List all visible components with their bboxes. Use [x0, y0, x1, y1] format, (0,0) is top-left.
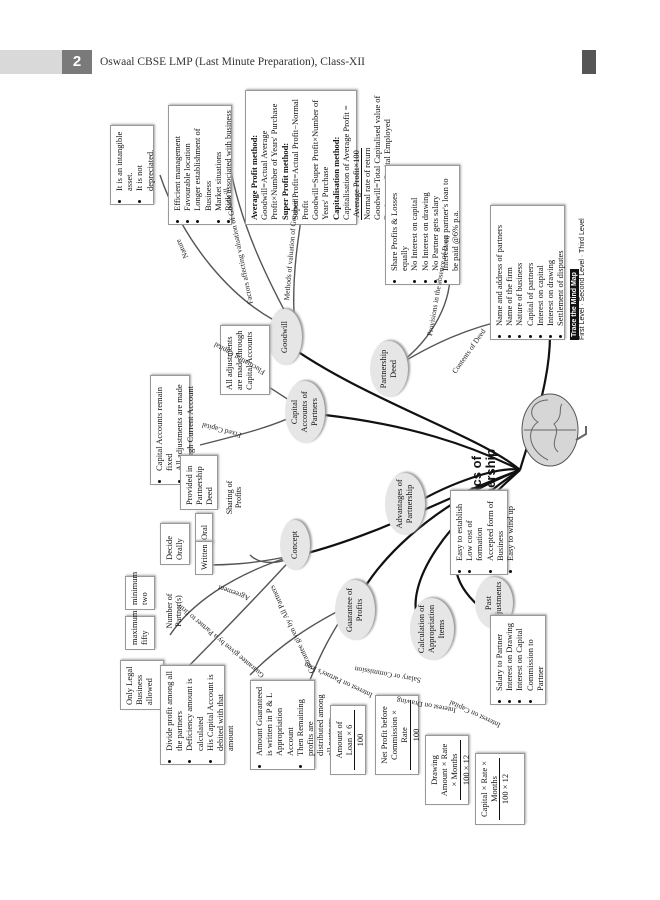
box-methods: Average Profit method: Goodwill=Actual A…	[245, 90, 392, 225]
contents-item: Nature of business	[514, 210, 524, 326]
past-item: Interest on Capital	[514, 620, 524, 691]
by-partner-item: His Capital Account is debited with that…	[205, 670, 236, 751]
advantage-item: Low cost of formation	[464, 495, 484, 561]
fixed-item: Capital Accounts remain fixed	[154, 380, 174, 471]
past-item: Commission to Partner	[525, 620, 545, 691]
branch-capital	[324, 413, 521, 471]
box-advantages: Easy to establish Low cost of formation …	[450, 490, 515, 575]
edge-number	[169, 554, 296, 636]
header-bar	[0, 50, 62, 74]
page-number: 2	[62, 50, 92, 74]
nature-item: It is not depreciated.	[134, 130, 154, 191]
drawing-top: Drawing Amount × Rate × Months	[429, 740, 461, 800]
box-written: Written	[195, 541, 213, 575]
method-avg-head: Average Profit method:	[249, 134, 259, 220]
box-by-all: Amount Guaranteed is written in P & L Ap…	[250, 680, 335, 770]
box-sharing: Provided in Partnership Deed	[180, 455, 218, 510]
loan-top: Amount of Loan × 6	[334, 710, 356, 770]
box-orally: Decide Orally	[160, 523, 190, 565]
salary-top: Net Profit before Commission × Rate	[379, 700, 411, 770]
method-super-text2: Goodwill=Super Profit×Number of Years' P…	[310, 99, 331, 220]
node-capital: Capital Accounts of Partners	[285, 381, 325, 443]
past-item: Interest on Drawing	[504, 620, 514, 691]
capital-top: Capital × Rate × Months	[479, 758, 501, 820]
contents-item: Interest on capital	[535, 210, 545, 326]
factor-item: Market situations	[213, 110, 223, 211]
advantage-item: Accepted form of Business	[485, 495, 505, 561]
contents-item: Name and address of partners	[494, 210, 504, 326]
legend-third: Third Level	[579, 218, 586, 253]
salary-bottom: 100	[410, 728, 421, 742]
box-nature: It is an intangible asset. It is not dep…	[110, 125, 155, 205]
brain-icon	[521, 393, 587, 467]
contents-item: Name of the firm	[504, 210, 514, 326]
header-end-bar	[582, 50, 596, 74]
box-factors: Efficient management Favourable location…	[168, 105, 233, 225]
mind-map-sheet: Basics of Partnership Goodwill It is an …	[50, 85, 610, 865]
factor-item: Favourable location	[182, 110, 192, 211]
nature-item: It is an intangible asset.	[114, 130, 134, 191]
box-legal: Only Legal Business allowed	[120, 660, 164, 710]
advantage-item: Easy to establish	[454, 495, 464, 561]
method-super-head: Super Profit method:	[279, 142, 290, 220]
node-advantages: Advantages of Partnership	[385, 473, 425, 535]
absence-item: No Interest on drawing	[420, 170, 430, 271]
mind-map-legend: Trace the Mind Map First Level · Second …	[570, 205, 586, 340]
by-all-item: Amount Guaranteed is written in P & L Ap…	[254, 685, 295, 756]
by-partner-item: Divide profit among all the partners	[164, 670, 184, 751]
advantage-item: Easy to wind up	[505, 495, 515, 561]
label-sharing: Sharing of Profits	[225, 480, 244, 515]
book-title: Oswaal CBSE LMP (Last Minute Preparation…	[100, 56, 365, 68]
contents-item: Settlement of disputes	[555, 210, 565, 326]
absence-item: Share Profits & Losses equally	[389, 170, 409, 271]
contents-item: Interest on drawing	[545, 210, 555, 326]
method-avg-text: Goodwill=Actual Average Profit×Number of…	[259, 103, 280, 220]
box-maximum: maximum fifty	[125, 611, 155, 650]
method-cap-head: Capitalisation method:	[330, 136, 341, 220]
past-item: Salary to Partner	[494, 620, 504, 691]
legend-second: Second Level	[579, 259, 586, 302]
node-appropriation: Calculation of Appropriation Items	[410, 598, 454, 660]
box-absence: Share Profits & Losses equally No Intere…	[385, 165, 460, 285]
branch-goodwill	[274, 334, 521, 471]
box-contents: Name and address of partners Name of the…	[490, 205, 565, 340]
node-deed: Partnership Deed	[370, 341, 408, 397]
factor-item: Longer establishment of Business	[192, 110, 212, 211]
node-concept: Concept	[280, 520, 310, 570]
node-goodwill: Goodwill	[268, 309, 302, 365]
capital-bottom: 100 × 12	[500, 773, 511, 805]
box-minimum: minimum two	[125, 572, 155, 610]
cap-frac-top: Average Profit×100	[350, 147, 363, 220]
loan-bottom: 100	[355, 733, 366, 747]
legend-title: Trace the Mind Map	[570, 269, 579, 340]
by-partner-item: Deficiency amount is calculated	[184, 670, 204, 751]
factor-item: Efficient management	[172, 110, 182, 211]
box-by-partner: Divide profit among all the partners Def…	[160, 665, 235, 765]
mind-map-rotated: Basics of Partnership Goodwill It is an …	[50, 85, 610, 865]
contents-item: Capital of partners	[525, 210, 535, 326]
page-header: 2 Oswaal CBSE LMP (Last Minute Preparati…	[0, 50, 660, 74]
drawing-bottom: 100 × 12	[460, 754, 471, 786]
box-past: Salary to Partner Interest on Drawing In…	[490, 615, 546, 705]
legend-first: First Level	[579, 307, 586, 340]
node-guarantee: Guarantee of Profits	[335, 580, 375, 640]
legend-levels: First Level · Second Level · Third Level	[579, 218, 586, 340]
method-cap-text1: Capitalisation of Average Profit	[340, 112, 351, 220]
cap-frac-bottom: Normal rate of return	[362, 147, 373, 220]
absence-item: No Interest on capital	[409, 170, 419, 271]
